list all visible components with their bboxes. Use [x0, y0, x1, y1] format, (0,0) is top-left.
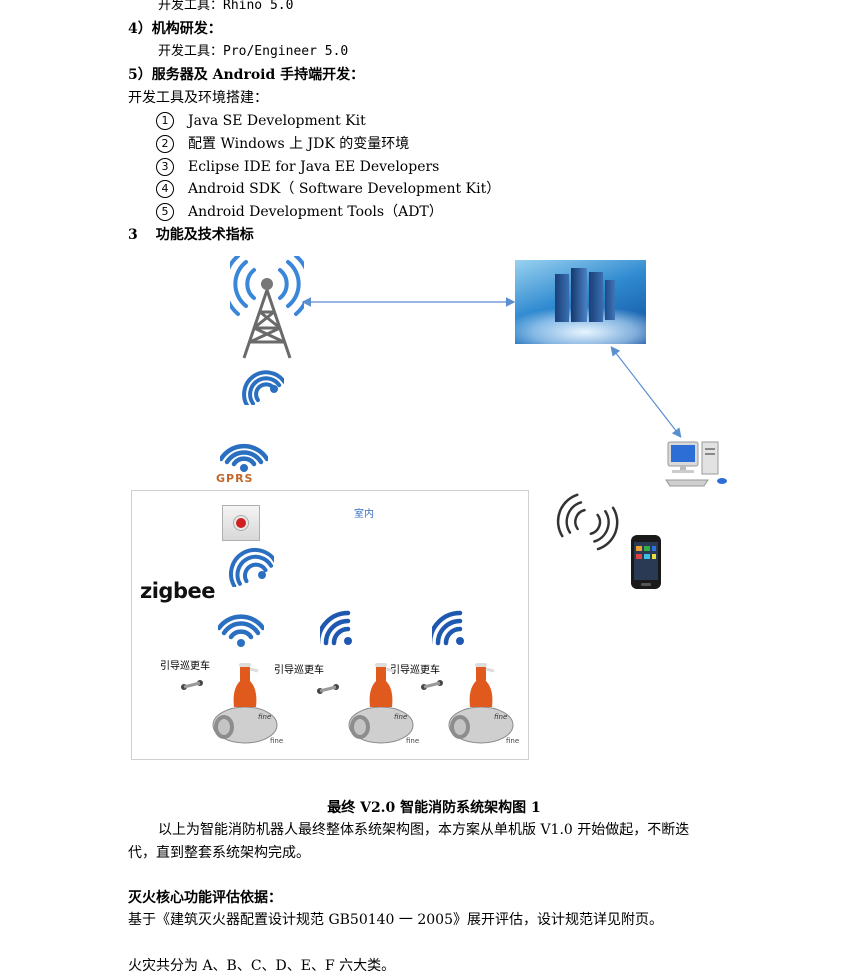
- vehicle-label: 引导巡更车: [274, 665, 324, 676]
- env-item: 4 Android SDK（ Software Development Kit）: [156, 179, 500, 199]
- fire-robot-icon: fine: [212, 663, 278, 744]
- env-item: 1 Java SE Development Kit: [156, 111, 366, 131]
- zigbee-label: zigbee: [140, 579, 215, 603]
- wireless-signal-icon: [242, 370, 284, 405]
- server-pc-arrow: [610, 346, 682, 438]
- indoor-label: 室内: [354, 509, 374, 520]
- indoor-zone: 室内 zigbee: [131, 490, 529, 760]
- gprs-label: GPRS: [216, 472, 254, 485]
- gprs-wifi-icon: [220, 443, 268, 472]
- env-item: 5 Android Development Tools（ADT）: [156, 202, 443, 222]
- env-item: 2 配置 Windows 上 JDK 的变量环境: [156, 134, 409, 154]
- hoverboard-icon: [181, 680, 203, 690]
- fire-alarm-button-icon: [222, 505, 260, 541]
- section-5-heading: 5）服务器及 Android 手持端开发：: [128, 67, 365, 83]
- fire-core-heading: 灭火核心功能评估依据：: [128, 890, 282, 906]
- fire-robot-icon: fine: [448, 663, 514, 744]
- paragraph-line: 以上为智能消防机器人最终整体系统架构图，本方案从单机版 V1.0 开始做起，不断…: [158, 822, 690, 838]
- item-text: Android SDK（ Software Development Kit）: [188, 181, 501, 197]
- item-number: 2: [156, 135, 174, 153]
- paragraph-line: 代，直到整套系统架构完成。: [128, 845, 310, 861]
- desktop-computer-icon: [665, 441, 727, 487]
- env-item: 3 Eclipse IDE for Java EE Developers: [156, 157, 439, 177]
- vehicle-label: 引导巡更车: [390, 665, 440, 676]
- item-number: 1: [156, 112, 174, 130]
- phone-signal-icon: [556, 493, 619, 551]
- signal-tower-icon: [230, 256, 304, 359]
- hoverboard-icon: [421, 680, 443, 690]
- env-intro-line: 开发工具及环境搭建：: [128, 90, 268, 106]
- section-number: 3: [128, 227, 138, 243]
- figure-caption: 最终 V2.0 智能消防系统架构图 1: [327, 800, 541, 816]
- robot-brand-label: fine: [506, 737, 520, 745]
- vehicle-label: 引导巡更车: [160, 661, 210, 672]
- hoverboard-icon: [317, 684, 339, 694]
- item-number: 3: [156, 158, 174, 176]
- server-cloud-image: [515, 260, 646, 344]
- section-title: 功能及技术指标: [155, 227, 254, 243]
- item-number: 4: [156, 180, 174, 198]
- section-3-heading: 3 功能及技术指标: [128, 225, 254, 245]
- svg-text:fine: fine: [494, 713, 507, 721]
- item-text: 配置 Windows 上 JDK 的变量环境: [188, 136, 410, 152]
- item-text: Java SE Development Kit: [188, 113, 366, 129]
- item-number: 5: [156, 203, 174, 221]
- fire-basis-line: 基于《建筑灭火器配置设计规范 GB50140 一 2005》展开评估，设计规范详…: [128, 912, 663, 928]
- robot-brand-label: fine: [270, 737, 284, 745]
- wifi-icon: [218, 614, 264, 647]
- item-text: Android Development Tools（ADT）: [188, 204, 443, 220]
- svg-text:fine: fine: [258, 713, 271, 721]
- tool-rhino-line: 开发工具：Rhino 5.0: [158, 0, 294, 13]
- wifi-icon: [320, 610, 352, 646]
- svg-text:fine: fine: [394, 713, 407, 721]
- wifi-icon: [432, 610, 464, 646]
- tool-proe-line: 开发工具：Pro/Engineer 5.0: [158, 44, 349, 59]
- connector-arrows: [301, 297, 682, 438]
- zigbee-signal-icon: [229, 547, 274, 587]
- item-text: Eclipse IDE for Java EE Developers: [188, 159, 440, 175]
- section-4-heading: 4）机构研发：: [128, 21, 222, 37]
- fire-robot-icon: fine: [348, 663, 414, 744]
- fire-classes-line: 火灾共分为 A、B、C、D、E、F 六大类。: [128, 958, 396, 974]
- architecture-diagram: GPRS: [0, 250, 868, 770]
- robot-brand-label: fine: [406, 737, 420, 745]
- smartphone-icon: [631, 535, 661, 589]
